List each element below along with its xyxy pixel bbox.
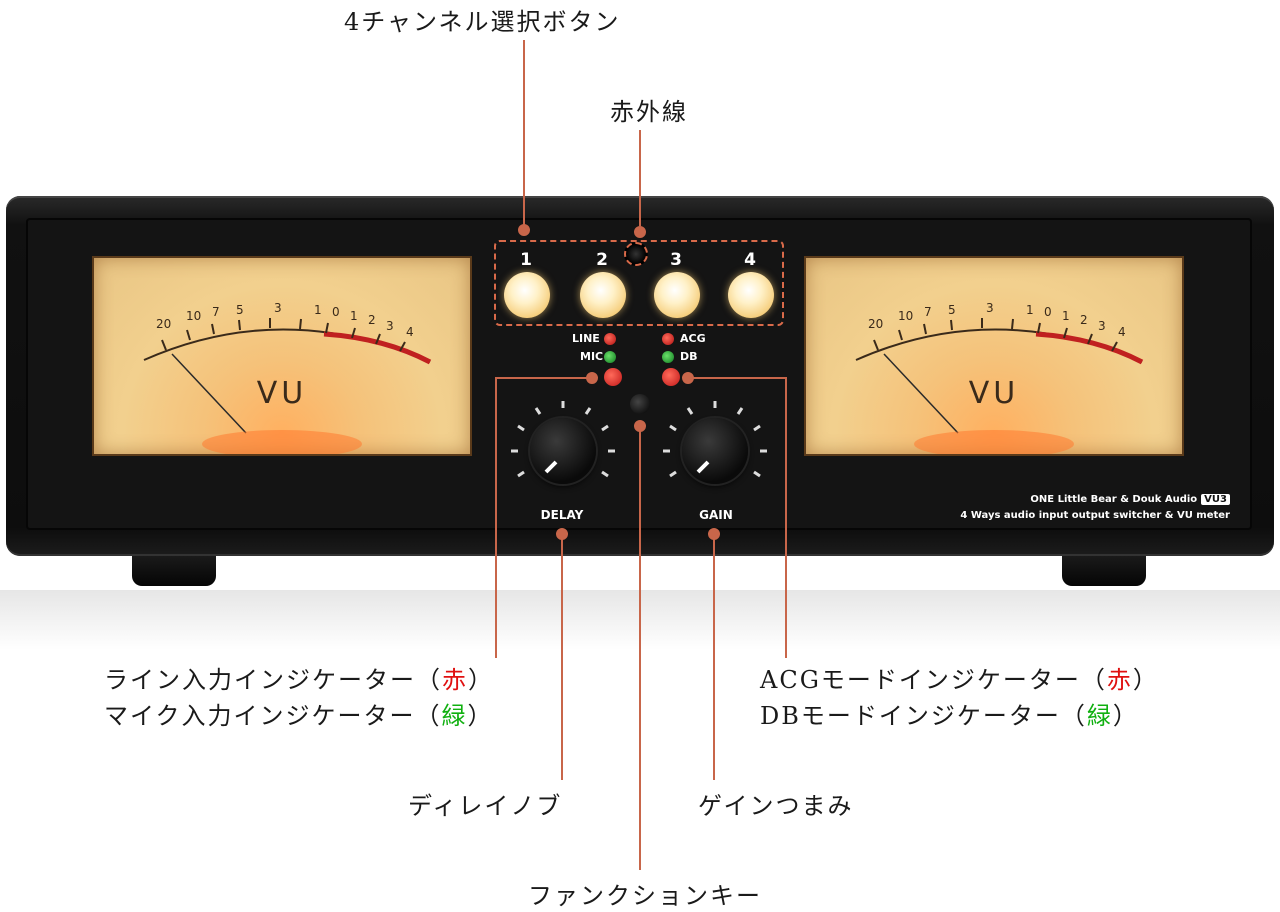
db-indicator-led [662,351,674,363]
mic-indicator-led [604,351,616,363]
line-indicator-callout: ライン入力インジケーター（赤） [104,666,494,694]
acg-indicator-callout: ACGモードインジケーター（赤） [760,666,1159,694]
svg-text:1: 1 [1062,309,1070,323]
svg-text:1: 1 [314,303,322,317]
svg-text:5: 5 [948,303,956,317]
brand-badge: VU3 [1201,494,1230,505]
svg-text:3: 3 [274,301,282,315]
svg-text:1: 1 [350,309,358,323]
db-indicator-callout: DBモードインジケーター（緑） [760,702,1139,730]
knob-scale-ticks [511,401,767,478]
floor-reflection [0,590,1280,650]
svg-text:10: 10 [898,309,913,323]
right-vu-meter: 20 10 7 5 3 1 0 1 2 3 4 VU [804,256,1184,456]
svg-text:7: 7 [924,305,932,319]
right-needle [883,353,959,434]
channel-buttons-callout: 4チャンネル選択ボタン [344,8,621,36]
gain-knob-label: GAIN [699,508,733,522]
svg-text:1: 1 [1026,303,1034,317]
channel-3-button[interactable] [654,272,700,318]
channel-3-label: 3 [670,250,682,270]
delay-knob-label: DELAY [540,508,584,522]
line-indicator-led [604,333,616,345]
channel-4-label: 4 [744,250,756,270]
gain-knob-pointer [696,460,710,474]
channel-4-button[interactable] [728,272,774,318]
function-key[interactable] [630,394,650,414]
svg-text:2: 2 [368,313,376,327]
svg-text:20: 20 [868,317,883,331]
svg-text:5: 5 [236,303,244,317]
left-foot [132,556,216,586]
svg-text:4: 4 [1118,325,1126,339]
svg-text:2: 2 [1080,313,1088,327]
channel-2-label: 2 [596,250,608,270]
svg-text:0: 0 [332,305,340,319]
line-indicator-label: LINE [572,332,600,345]
right-foot [1062,556,1146,586]
svg-text:3: 3 [986,301,994,315]
channel-1-label: 1 [520,250,532,270]
infrared-sensor [624,242,648,266]
infrared-callout: 赤外線 [610,98,688,126]
svg-text:3: 3 [386,319,394,333]
right-meter-scale: 20 10 7 5 3 1 0 1 2 3 4 [855,301,1144,454]
function-key-callout: ファンクションキー [528,882,762,910]
channel-1-button[interactable] [504,272,550,318]
gain-knob-callout: ゲインつまみ [698,792,854,820]
left-needle [171,353,247,434]
left-vu-label: VU [256,376,308,411]
acg-indicator-led [662,333,674,345]
left-scale-20: 20 [156,317,171,331]
delay-knob-callout: ディレイノブ [408,792,563,820]
svg-text:0: 0 [1044,305,1052,319]
audio-switcher-device: 20 10 7 5 3 1 0 1 2 3 4 VU [6,196,1274,556]
right-vu-label: VU [968,376,1020,411]
left-meter-scale: 20 10 7 5 3 1 0 1 2 3 4 [143,301,432,454]
db-indicator-label: DB [680,350,698,363]
svg-text:10: 10 [186,309,201,323]
line-mic-key[interactable] [604,368,622,386]
channel-buttons-group [494,240,784,326]
delay-knob-pointer [544,460,558,474]
front-panel: 20 10 7 5 3 1 0 1 2 3 4 VU [26,218,1252,530]
svg-text:3: 3 [1098,319,1106,333]
svg-text:4: 4 [406,325,414,339]
left-vu-meter: 20 10 7 5 3 1 0 1 2 3 4 VU [92,256,472,456]
mic-indicator-label: MIC [580,350,604,363]
svg-text:7: 7 [212,305,220,319]
brand-line-2: 4 Ways audio input output switcher & VU … [960,510,1230,521]
channel-2-button[interactable] [580,272,626,318]
mic-indicator-callout: マイク入力インジケーター（緑） [104,702,494,730]
acg-db-key[interactable] [662,368,680,386]
acg-indicator-label: ACG [680,332,706,345]
